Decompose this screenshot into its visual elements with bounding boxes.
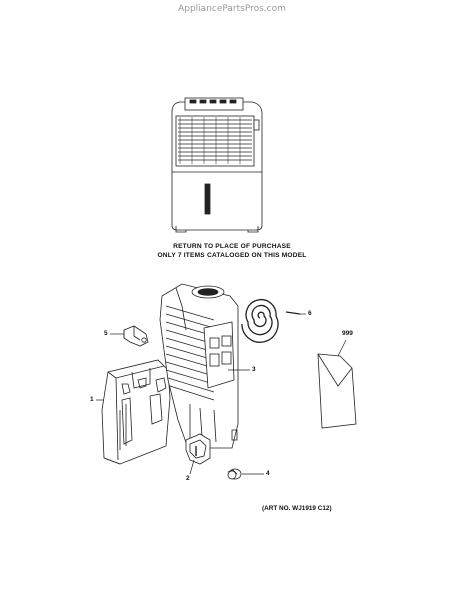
leader-lines	[96, 313, 347, 475]
callout-3: 3	[252, 366, 256, 373]
callout-2: 2	[186, 475, 190, 482]
purchase-notice: RETURN TO PLACE OF PURCHASE ONLY 7 ITEMS…	[0, 242, 464, 260]
notice-line-2: ONLY 7 ITEMS CATALOGED ON THIS MODEL	[157, 252, 307, 259]
part-3-rear-housing	[159, 283, 239, 449]
part-6-coil	[241, 298, 301, 343]
part-4-knob	[227, 468, 242, 480]
callout-1: 1	[90, 396, 94, 403]
callout-5: 5	[104, 330, 108, 337]
part-1-front-cabinet	[101, 359, 171, 465]
dehumidifier-overview	[171, 97, 263, 233]
art-number: (ART NO. WJ1919 C12)	[262, 505, 332, 512]
callout-6: 6	[308, 310, 312, 317]
watermark: AppliancePartsPros.com	[178, 4, 286, 14]
callout-4: 4	[266, 470, 270, 477]
notice-line-1: RETURN TO PLACE OF PURCHASE	[173, 243, 291, 250]
callout-999: 999	[342, 330, 353, 337]
part-2-holder	[185, 433, 211, 465]
part-5-bracket	[123, 325, 149, 347]
part-999-literature	[317, 353, 357, 429]
